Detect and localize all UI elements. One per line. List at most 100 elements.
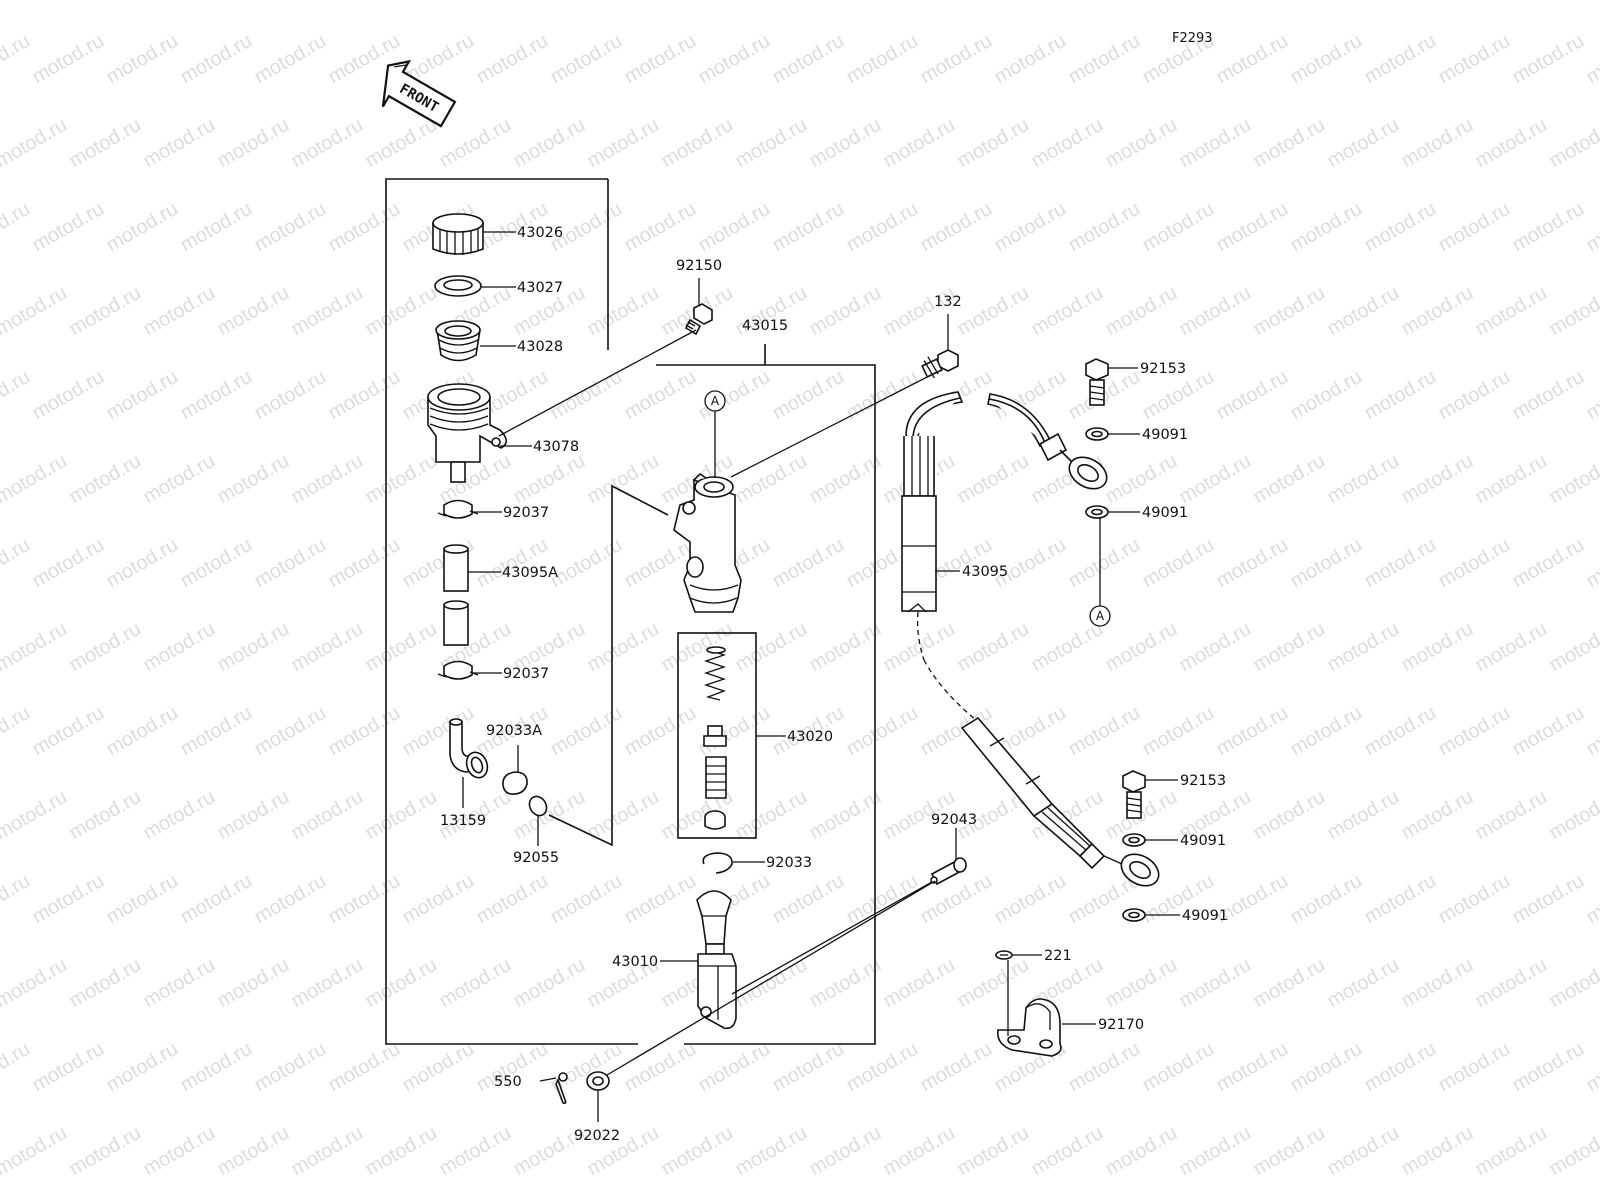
watermark-text: motod.ru <box>1102 282 1181 341</box>
piston <box>705 756 727 799</box>
watermark-text: motod.ru <box>1472 1122 1551 1181</box>
reference-marker-a-hose: A <box>1089 605 1111 627</box>
watermark-text: motod.ru <box>1287 534 1366 593</box>
watermark-text: motod.ru <box>658 1122 737 1181</box>
watermark-text: motod.ru <box>1176 450 1255 509</box>
watermark-text: motod.ru <box>1287 702 1366 761</box>
watermark-text: motod.ru <box>1472 0 1551 4</box>
watermark-text: motod.ru <box>732 0 811 4</box>
diaphragm <box>435 320 481 362</box>
watermark-text: motod.ru <box>325 534 404 593</box>
label-43020: 43020 <box>787 729 833 745</box>
watermark-text: motod.ru <box>362 0 441 4</box>
watermark-text: motod.ru <box>547 30 626 89</box>
watermark-text: motod.ru <box>880 114 959 173</box>
watermark-text: motod.ru <box>288 954 367 1013</box>
watermark-text: motod.ru <box>1398 1122 1477 1181</box>
watermark-text: motod.ru <box>1361 534 1440 593</box>
watermark-text: motod.ru <box>1398 282 1477 341</box>
watermark-text: motod.ru <box>1102 450 1181 509</box>
watermark-text: motod.ru <box>1213 534 1292 593</box>
label-92153-upper: 92153 <box>1140 361 1186 377</box>
watermark-text: motod.ru <box>1250 0 1329 4</box>
watermark-text: motod.ru <box>991 30 1070 89</box>
watermark-text: motod.ru <box>621 870 700 929</box>
watermark-text: motod.ru <box>1250 450 1329 509</box>
watermark-text: motod.ru <box>103 30 182 89</box>
watermark-text: motod.ru <box>1361 702 1440 761</box>
watermark-text: motod.ru <box>621 366 700 425</box>
watermark-text: motod.ru <box>399 870 478 929</box>
watermark-text: motod.ru <box>0 618 71 677</box>
reservoir-assembly-box <box>385 178 638 1045</box>
watermark-text: motod.ru <box>140 0 219 4</box>
watermark-text: motod.ru <box>251 198 330 257</box>
watermark-text: motod.ru <box>66 786 145 845</box>
watermark-text: motod.ru <box>1102 114 1181 173</box>
watermark-text: motod.ru <box>0 1122 71 1181</box>
master-cylinder-body <box>673 472 742 613</box>
watermark-text: motod.ru <box>103 198 182 257</box>
watermark-text: motod.ru <box>436 114 515 173</box>
joint-pin-92043 <box>930 857 967 886</box>
watermark-text: motod.ru <box>1398 954 1477 1013</box>
label-43095A: 43095A <box>502 565 558 581</box>
watermark-text: motod.ru <box>251 366 330 425</box>
watermark-text: motod.ru <box>1324 0 1403 4</box>
watermark-text: motod.ru <box>1176 114 1255 173</box>
watermark-text: motod.ru <box>66 1122 145 1181</box>
watermark-text: motod.ru <box>1509 534 1588 593</box>
watermark-text: motod.ru <box>732 618 811 677</box>
watermark-text: motod.ru <box>0 366 34 425</box>
watermark-text: motod.ru <box>473 870 552 929</box>
watermark-text: motod.ru <box>1176 954 1255 1013</box>
spring-seat <box>703 725 727 747</box>
watermark-text: motod.ru <box>362 786 441 845</box>
watermark-text: motod.ru <box>769 198 848 257</box>
watermark-text: motod.ru <box>436 954 515 1013</box>
watermark-text: motod.ru <box>1583 702 1600 761</box>
watermark-text: motod.ru <box>1546 114 1600 173</box>
watermark-text: motod.ru <box>1102 954 1181 1013</box>
watermark-text: motod.ru <box>1435 1038 1514 1097</box>
reservoir-tank <box>427 383 508 483</box>
leader-lines <box>462 231 1180 1122</box>
watermark-text: motod.ru <box>1472 450 1551 509</box>
hose-clamp-upper <box>437 499 479 519</box>
label-92033A: 92033A <box>486 723 542 739</box>
watermark-text: motod.ru <box>1250 954 1329 1013</box>
watermark-text: motod.ru <box>214 954 293 1013</box>
watermark-text: motod.ru <box>140 282 219 341</box>
watermark-text: motod.ru <box>1361 870 1440 929</box>
watermark-text: motod.ru <box>103 366 182 425</box>
watermark-text: motod.ru <box>806 786 885 845</box>
watermark-text: motod.ru <box>251 870 330 929</box>
watermark-text: motod.ru <box>288 618 367 677</box>
watermark-text: motod.ru <box>806 450 885 509</box>
watermark-text: motod.ru <box>436 1122 515 1181</box>
watermark-text: motod.ru <box>325 1038 404 1097</box>
watermark-text: motod.ru <box>1509 198 1588 257</box>
watermark-text: motod.ru <box>584 282 663 341</box>
watermark-text: motod.ru <box>1398 114 1477 173</box>
watermark-text: motod.ru <box>621 198 700 257</box>
watermark-text: motod.ru <box>140 618 219 677</box>
watermark-text: motod.ru <box>880 618 959 677</box>
watermark-text: motod.ru <box>547 534 626 593</box>
watermark-text: motod.ru <box>103 702 182 761</box>
watermark-text: motod.ru <box>1509 30 1588 89</box>
watermark-text: motod.ru <box>29 30 108 89</box>
watermark-text: motod.ru <box>1176 282 1255 341</box>
watermark-text: motod.ru <box>695 702 774 761</box>
watermark-text: motod.ru <box>0 198 34 257</box>
label-92150: 92150 <box>676 258 722 274</box>
watermark-text: motod.ru <box>1250 618 1329 677</box>
label-13159: 13159 <box>440 813 486 829</box>
watermark-text: motod.ru <box>362 114 441 173</box>
watermark-text: motod.ru <box>1324 1122 1403 1181</box>
label-43027: 43027 <box>517 280 563 296</box>
watermark-text: motod.ru <box>325 366 404 425</box>
watermark-text: motod.ru <box>843 702 922 761</box>
watermark-text: motod.ru <box>954 282 1033 341</box>
watermark-text: motod.ru <box>1176 618 1255 677</box>
